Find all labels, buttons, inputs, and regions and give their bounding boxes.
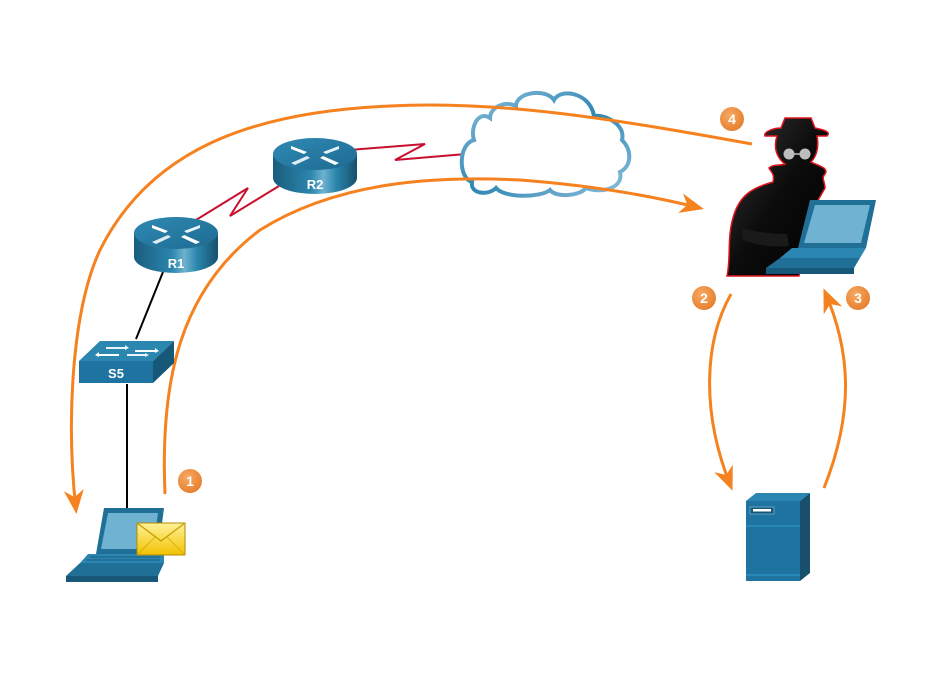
arrows xyxy=(63,103,848,514)
step-number-1: 1 xyxy=(186,473,194,489)
router-r1[interactable]: R1 xyxy=(134,217,218,273)
step-badge-4: 4 xyxy=(720,107,744,131)
arrow-step-4-attacker-to-victim xyxy=(63,103,753,514)
step-number-2: 2 xyxy=(700,290,708,306)
arrow-step-3-server-to-attacker xyxy=(822,288,848,489)
email-envelope-icon xyxy=(136,522,186,556)
serial-link-r1-r2 xyxy=(195,185,280,221)
hacker-arm xyxy=(741,228,789,247)
router-r2[interactable]: R2 xyxy=(273,138,357,194)
arrow-step-2-attacker-to-server xyxy=(708,293,733,491)
step-badge-2: 2 xyxy=(692,286,716,310)
victim-laptop[interactable] xyxy=(66,508,186,582)
links xyxy=(126,143,467,516)
server[interactable] xyxy=(746,493,810,581)
step-badge-1: 1 xyxy=(178,469,202,493)
ethernet-link-r1-s5 xyxy=(135,271,164,340)
router-arrows-icon xyxy=(291,146,339,165)
serial-link-r2-cloud xyxy=(348,143,467,161)
router-r2-label: R2 xyxy=(307,177,324,192)
router-arrows-icon xyxy=(152,225,200,244)
switch-s5[interactable]: S5 xyxy=(79,341,174,383)
step-badge-3: 3 xyxy=(846,286,870,310)
step-number-3: 3 xyxy=(854,290,862,306)
arrow-step-1-victim-to-attacker xyxy=(162,177,704,495)
attacker-laptop[interactable] xyxy=(766,200,876,274)
router-r1-label: R1 xyxy=(168,256,185,271)
keyboard-icon xyxy=(86,556,160,561)
step-number-4: 4 xyxy=(728,111,736,127)
switch-s5-label: S5 xyxy=(108,366,124,381)
switch-arrows-icon xyxy=(95,345,159,357)
sunglasses-icon xyxy=(783,148,811,160)
